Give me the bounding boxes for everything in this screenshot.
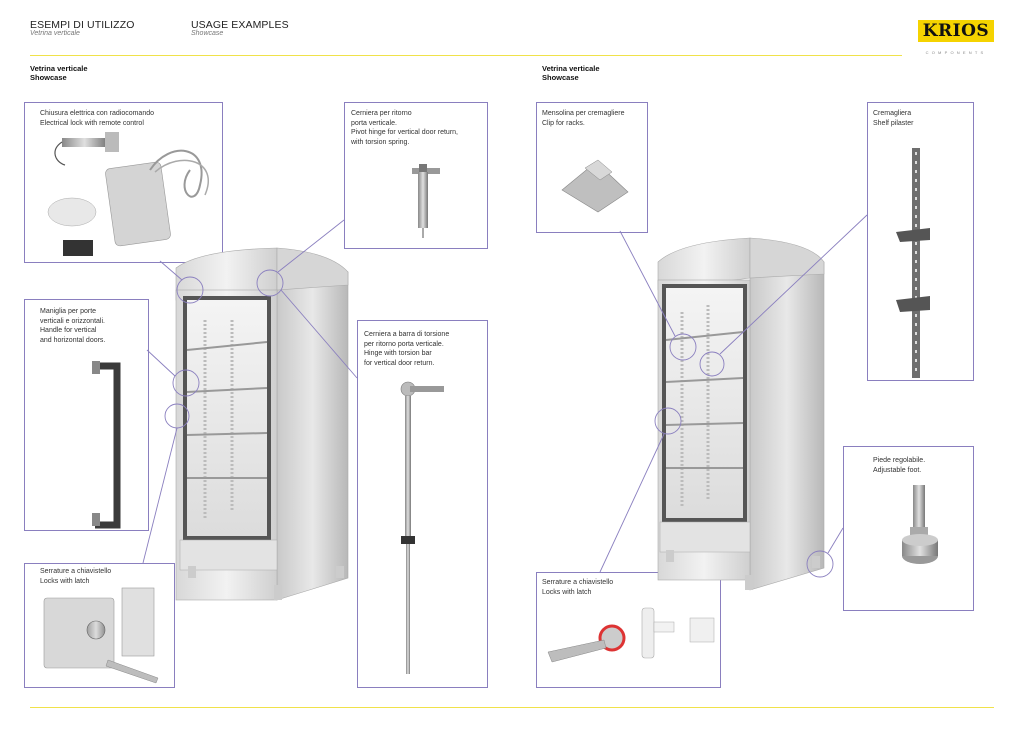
caption-latch-lock-left: Serrature a chiavistello Locks with latc… [40, 567, 111, 586]
electric-lock-illustration [47, 132, 209, 256]
callout-torsion-hinge [357, 320, 488, 688]
caption-adjustable-foot: Piede regolabile. Adjustable foot. [873, 456, 925, 475]
caption-line: Clip for racks. [542, 119, 585, 127]
caption-line: Piede regolabile. [873, 457, 926, 464]
callout-adjustable-foot [843, 446, 974, 611]
logo-text: KRIOS [922, 21, 990, 41]
right-section-title: Vetrina verticale Showcase [542, 64, 600, 82]
caption-shelf-pilaster: Cremagliera Shelf pilaster [873, 109, 913, 128]
caption-line: Shelf pilaster [873, 119, 914, 127]
caption-line: per ritorno porta verticale. [364, 340, 444, 348]
callout-pointers [142, 214, 868, 578]
caption-line: with torsion spring. [351, 138, 410, 146]
caption-line: and horizontal doors. [40, 336, 106, 344]
right-section-title-it: Vetrina verticale [542, 64, 600, 73]
right-showcase-fridge [657, 237, 825, 591]
caption-line: for vertical door return. [364, 359, 435, 367]
header-subtitle-it: Vetrina verticale [30, 30, 80, 37]
caption-line: Adjustable foot. [873, 466, 922, 474]
caption-electric-lock: Chiusura elettrica con radiocomando Elec… [40, 109, 154, 128]
caption-latch-lock-right: Serrature a chiavistello Locks with latc… [542, 578, 613, 597]
pivot-hinge-illustration [412, 164, 440, 238]
caption-line: Chiusura elettrica con radiocomando [40, 110, 155, 117]
caption-line: Electrical lock with remote control [40, 119, 144, 127]
header-subtitle-en: Showcase [191, 30, 224, 37]
caption-line: Cremagliera [873, 110, 912, 117]
caption-line: Hinge with torsion bar [364, 350, 432, 357]
left-section-title: Vetrina verticale Showcase [30, 64, 88, 82]
latch-lock-right-illustration [547, 607, 715, 663]
left-showcase-fridge [175, 247, 349, 601]
caption-line: porta verticale. [351, 119, 397, 127]
header-title-it: ESEMPI DI UTILIZZO [30, 19, 135, 31]
caption-line: Locks with latch [40, 577, 90, 585]
latch-lock-left-illustration [43, 587, 159, 684]
left-section-title-it: Vetrina verticale [30, 64, 88, 73]
adjustable-foot-illustration [902, 485, 938, 564]
caption-rack-clip: Mensolina per cremagliere Clip for racks… [542, 109, 624, 128]
shelf-pilaster-illustration [896, 148, 930, 378]
caption-line: Cerniera a barra di torsione [364, 331, 450, 338]
left-section-title-en: Showcase [30, 73, 67, 82]
header-divider [30, 55, 902, 56]
caption-line: Cerniera per ritorno [351, 110, 412, 117]
caption-line: Maniglia per porte [40, 308, 97, 315]
caption-line: Handle for vertical [40, 327, 97, 334]
header-title-en: USAGE EXAMPLES [191, 19, 289, 31]
caption-line: Serrature a chiavistello [542, 579, 614, 586]
rack-clip-illustration [561, 159, 629, 213]
caption-line: Serrature a chiavistello [40, 568, 112, 575]
caption-line: Mensolina per cremagliere [542, 110, 625, 117]
caption-line: verticali e orizzontali. [40, 317, 105, 325]
logo-tagline: COMPONENTS [925, 50, 987, 55]
torsion-hinge-illustration [400, 381, 444, 674]
callout-pivot-hinge [344, 102, 488, 249]
caption-torsion-hinge: Cerniera a barra di torsione per ritorno… [364, 330, 449, 368]
caption-line: Locks with latch [542, 588, 592, 596]
callout-shelf-pilaster [867, 102, 974, 381]
right-section-title-en: Showcase [542, 73, 579, 82]
caption-handle: Maniglia per porte verticali e orizzonta… [40, 307, 105, 345]
caption-line: Pivot hinge for vertical door return, [351, 129, 458, 136]
footer-divider [30, 707, 994, 708]
caption-pivot-hinge: Cerniera per ritorno porta verticale. Pi… [351, 109, 458, 147]
callout-handle [24, 299, 149, 531]
handle-illustration [92, 361, 121, 529]
krios-logo: KRIOS [918, 20, 994, 42]
